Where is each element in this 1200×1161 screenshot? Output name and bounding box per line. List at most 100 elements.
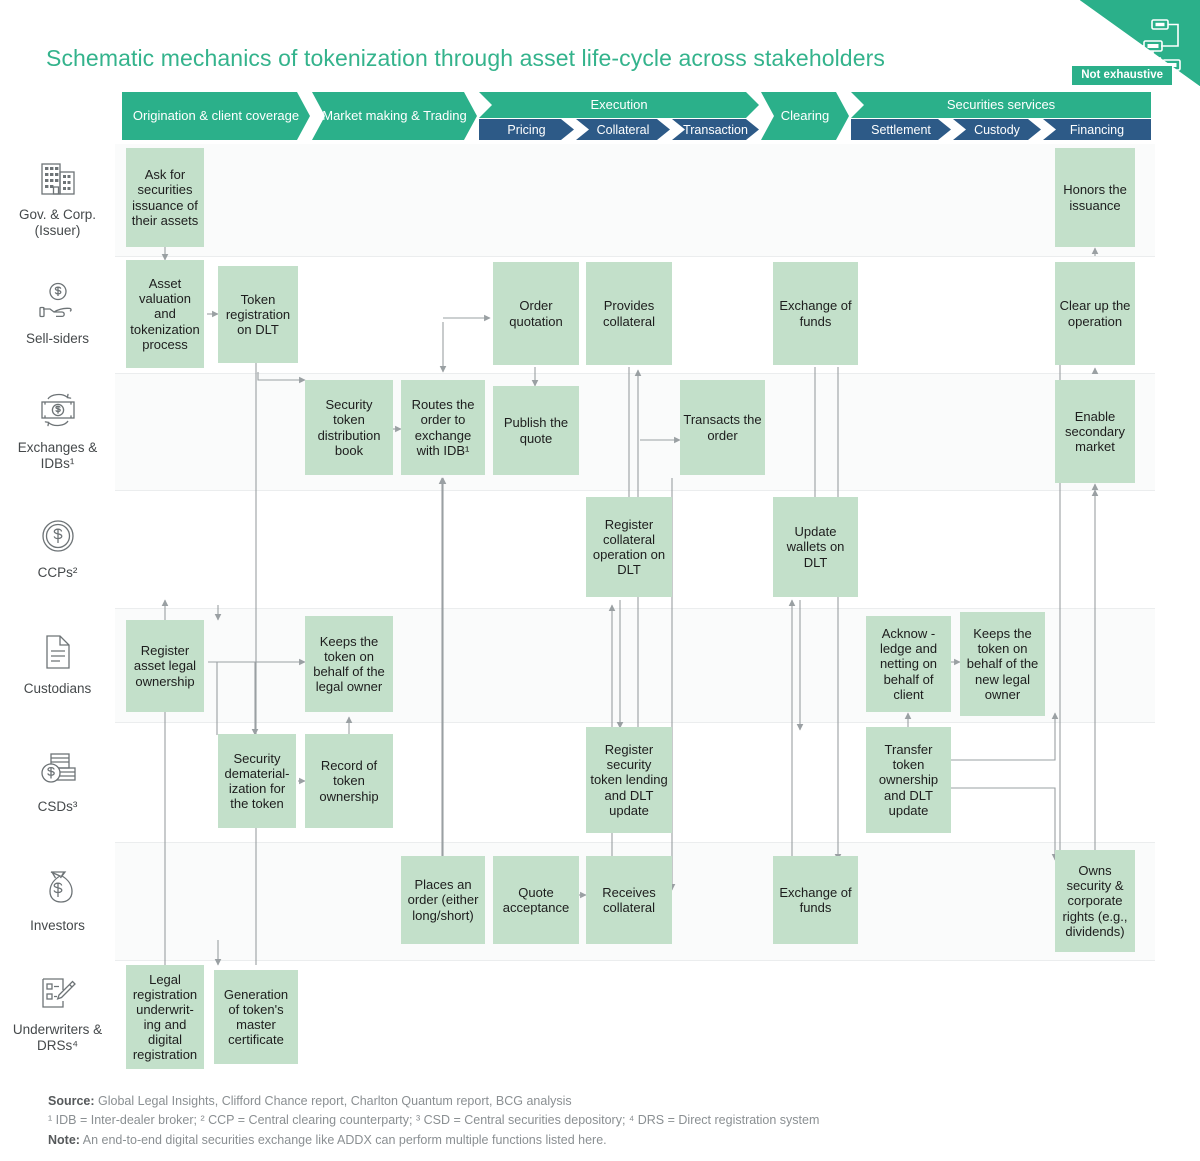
header-label: Market making & Trading: [322, 107, 467, 123]
footer: Source: Global Legal Insights, Clifford …: [48, 1092, 1158, 1150]
header-market-making-trading[interactable]: Market making & Trading: [312, 92, 477, 140]
box-label: Register asset legal ownership: [133, 643, 197, 689]
process-box[interactable]: Exchange of funds: [773, 856, 858, 944]
stakeholder-label: Gov. & Corp. (Issuer): [18, 206, 97, 238]
process-box[interactable]: Ask for securities issuance of their ass…: [126, 148, 204, 247]
process-box[interactable]: Quote acceptance: [493, 856, 579, 944]
box-label: Transfer token ownership and DLT update: [878, 742, 939, 818]
process-box[interactable]: Register asset legal ownership: [126, 620, 204, 712]
box-label: Places an order (either long/short): [407, 877, 479, 923]
process-box[interactable]: Order quotation: [493, 262, 579, 365]
process-box[interactable]: Register security token lending and DLT …: [586, 727, 672, 833]
header-label: Clearing: [780, 107, 830, 123]
band-separator: [115, 373, 1155, 374]
process-box[interactable]: Asset valuation and tokenization process: [126, 260, 204, 368]
stakeholder-label: Sell-siders: [25, 331, 90, 347]
banknote-exchange-icon: [37, 391, 79, 434]
box-label: Provides collateral: [602, 298, 656, 329]
band-separator: [115, 608, 1155, 609]
process-box[interactable]: Provides collateral: [586, 262, 672, 365]
footer-note-text: An end-to-end digital securities exchang…: [79, 1132, 607, 1147]
process-box[interactable]: Transfer token ownership and DLT update: [866, 727, 951, 833]
header-label: Collateral: [596, 122, 650, 137]
header-label: Financing: [1069, 122, 1125, 137]
process-box[interactable]: Exchange of funds: [773, 262, 858, 365]
header-financing[interactable]: Financing: [1043, 119, 1151, 140]
process-box[interactable]: Receives collateral: [586, 856, 672, 944]
header-execution[interactable]: Execution: [479, 92, 759, 118]
process-box[interactable]: Honors the issuance: [1055, 148, 1135, 247]
footer-note-label: Note:: [48, 1132, 80, 1147]
row-band-exchanges: [115, 373, 1155, 490]
row-band-issuer: [115, 144, 1155, 256]
band-separator: [115, 960, 1155, 961]
stakeholder-investors: Investors: [0, 842, 115, 960]
process-box[interactable]: Token registration on DLT: [218, 266, 298, 363]
footer-note: Note: An end-to-end digital securities e…: [48, 1131, 1158, 1150]
box-label: Asset valuation and tokenization process: [130, 276, 200, 352]
network-nodes-logo-icon: [1132, 18, 1186, 79]
process-box[interactable]: Register collateral operation on DLT: [586, 497, 672, 597]
header-settlement[interactable]: Settlement: [851, 119, 951, 140]
process-box[interactable]: Clear up the operation: [1055, 262, 1135, 365]
buildings-icon: [39, 162, 77, 201]
process-box[interactable]: Generation of token's master certificate: [214, 970, 298, 1064]
money-bag-icon: [41, 869, 75, 912]
process-box[interactable]: Transacts the order: [680, 380, 765, 475]
box-label: Keeps the token on behalf of the legal o…: [313, 633, 385, 695]
process-box[interactable]: Places an order (either long/short): [401, 856, 485, 944]
process-box[interactable]: Security dematerial-ization for the toke…: [218, 734, 296, 828]
header-label: Origination & client coverage: [132, 107, 300, 123]
document-icon: [43, 634, 73, 675]
header-collateral[interactable]: Collateral: [576, 119, 670, 140]
band-separator: [115, 722, 1155, 723]
box-label: Exchange of funds: [779, 298, 852, 329]
header-origination-client-coverage[interactable]: Origination & client coverage: [122, 92, 310, 140]
process-box[interactable]: Keeps the token on behalf of the new leg…: [960, 612, 1045, 716]
process-box[interactable]: Publish the quote: [493, 386, 579, 475]
stakeholder-label: CCPs²: [37, 564, 78, 580]
footer-source-text: Global Legal Insights, Clifford Chance r…: [94, 1094, 572, 1108]
process-box[interactable]: Keeps the token on behalf of the legal o…: [305, 616, 393, 712]
header-label: Custody: [974, 122, 1020, 137]
stakeholder-csds: CSDs³: [0, 722, 115, 842]
process-box[interactable]: Security token distribution book: [305, 380, 393, 475]
process-box[interactable]: Owns security & corporate rights (e.g., …: [1055, 850, 1135, 952]
box-label: Acknow -ledge and netting on behalf of c…: [879, 626, 938, 702]
box-label: Owns security & corporate rights (e.g., …: [1062, 863, 1128, 939]
process-box[interactable]: Enable secondary market: [1055, 380, 1135, 483]
box-label: Register collateral operation on DLT: [592, 516, 666, 578]
process-flow-diagram: Origination & client coverage Market mak…: [0, 92, 1155, 1070]
header-custody[interactable]: Custody: [953, 119, 1041, 140]
header-label: Execution: [590, 96, 648, 112]
page-title: Schematic mechanics of tokenization thro…: [46, 45, 885, 72]
box-label: Legal registration underwrit-ing and dig…: [132, 971, 198, 1063]
box-label: Ask for securities issuance of their ass…: [131, 167, 199, 228]
header-pricing[interactable]: Pricing: [479, 119, 574, 140]
stakeholder-gov-corp-issuer: Gov. & Corp. (Issuer): [0, 144, 115, 256]
process-box[interactable]: Update wallets on DLT: [773, 497, 858, 597]
band-separator: [115, 842, 1155, 843]
footer-source: Source: Global Legal Insights, Clifford …: [48, 1092, 1158, 1111]
stakeholder-label: Custodians: [23, 680, 92, 696]
process-box[interactable]: Record of token ownership: [305, 734, 393, 828]
header-transaction[interactable]: Transaction: [672, 119, 759, 140]
stakeholder-exchanges-idbs: Exchanges & IDBs¹: [0, 373, 115, 490]
footer-footnotes: ¹ IDB = Inter-dealer broker; ² CCP = Cen…: [48, 1113, 820, 1128]
box-label: Update wallets on DLT: [786, 524, 845, 570]
hand-dollar-icon: [38, 282, 78, 325]
header-clearing[interactable]: Clearing: [761, 92, 849, 140]
stakeholder-label: CSDs³: [37, 798, 78, 814]
process-box[interactable]: Legal registration underwrit-ing and dig…: [126, 965, 204, 1069]
box-label: Routes the order to exchange with IDB¹: [411, 397, 475, 458]
band-separator: [115, 490, 1155, 491]
stakeholder-underwriters-drss: Underwriters & DRSs⁴: [0, 960, 115, 1070]
box-label: Enable secondary market: [1065, 408, 1125, 455]
header-securities-services[interactable]: Securities services: [851, 92, 1151, 118]
process-box[interactable]: Routes the order to exchange with IDB¹: [401, 380, 485, 475]
process-box[interactable]: Acknow -ledge and netting on behalf of c…: [866, 616, 951, 712]
stakeholder-sell-siders: Sell-siders: [0, 256, 115, 373]
not-exhaustive-badge: Not exhaustive: [1072, 66, 1172, 85]
box-label: Order quotation: [509, 298, 563, 329]
header-label: Settlement: [871, 122, 931, 137]
